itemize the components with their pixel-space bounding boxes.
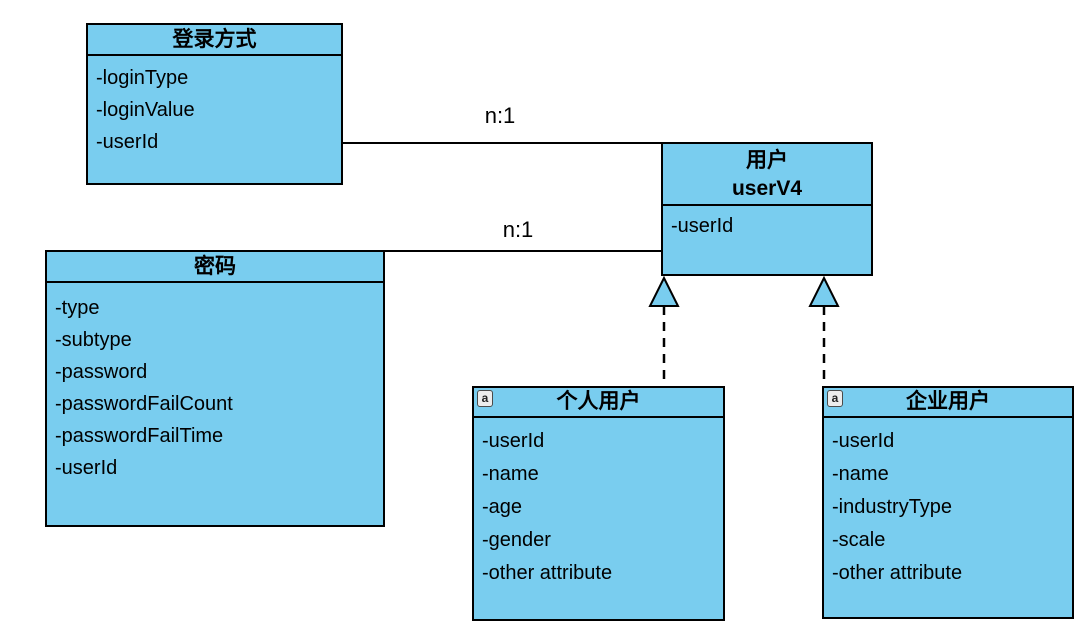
attribute-gender: -gender xyxy=(482,529,551,551)
attribute-login-type: -loginType xyxy=(96,67,189,89)
class-title-password: 密码 xyxy=(47,252,383,283)
attribute-type: -type xyxy=(55,297,100,319)
attribute-industry-type: -industryType xyxy=(832,496,953,518)
generalization-enterprise-arrowhead-icon[interactable] xyxy=(808,275,840,307)
annotation-a-badge-icon: a xyxy=(827,390,843,407)
class-box-login-method[interactable]: 登录方式 -loginType -loginValue -userId xyxy=(86,23,343,185)
annotation-a-badge-icon: a xyxy=(477,390,493,407)
class-box-password[interactable]: 密码 -type -subtype -password -passwordFai… xyxy=(45,250,385,527)
attribute-password-fail-count: -passwordFailCount xyxy=(55,393,233,415)
class-title-personal-user: 个人用户 xyxy=(474,388,723,418)
attribute-user-id: -userId xyxy=(96,131,159,153)
generalization-personal-arrowhead-icon[interactable] xyxy=(648,275,680,307)
attribute-user-id: -userId xyxy=(671,215,734,237)
multiplicity-label-password-user: n:1 xyxy=(502,217,534,242)
class-title-login-method: 登录方式 xyxy=(88,25,341,56)
attribute-user-id: -userId xyxy=(832,430,895,452)
attribute-password: -password xyxy=(55,361,148,383)
attribute-age: -age xyxy=(482,496,523,518)
attribute-other: -other attribute xyxy=(832,562,963,584)
class-box-enterprise-user[interactable]: a 企业用户 -userId -name -industryType -scal… xyxy=(822,386,1074,619)
attribute-name: -name xyxy=(832,463,889,485)
attribute-user-id: -userId xyxy=(482,430,545,452)
attribute-subtype: -subtype xyxy=(55,329,132,351)
attribute-password-fail-time: -passwordFailTime xyxy=(55,425,224,447)
class-box-user[interactable]: 用户 userV4 -userId xyxy=(661,142,873,276)
multiplicity-label-login-user: n:1 xyxy=(484,103,516,128)
attribute-login-value: -loginValue xyxy=(96,99,195,121)
attribute-name: -name xyxy=(482,463,539,485)
class-title-enterprise-user: 企业用户 xyxy=(824,388,1072,418)
attribute-user-id: -userId xyxy=(55,457,118,479)
class-title-user: 用户 xyxy=(746,149,788,172)
class-subtitle-user: userV4 xyxy=(731,177,803,200)
class-box-personal-user[interactable]: a 个人用户 -userId -name -age -gender -other… xyxy=(472,386,725,621)
attribute-other: -other attribute xyxy=(482,562,613,584)
attribute-scale: -scale xyxy=(832,529,886,551)
